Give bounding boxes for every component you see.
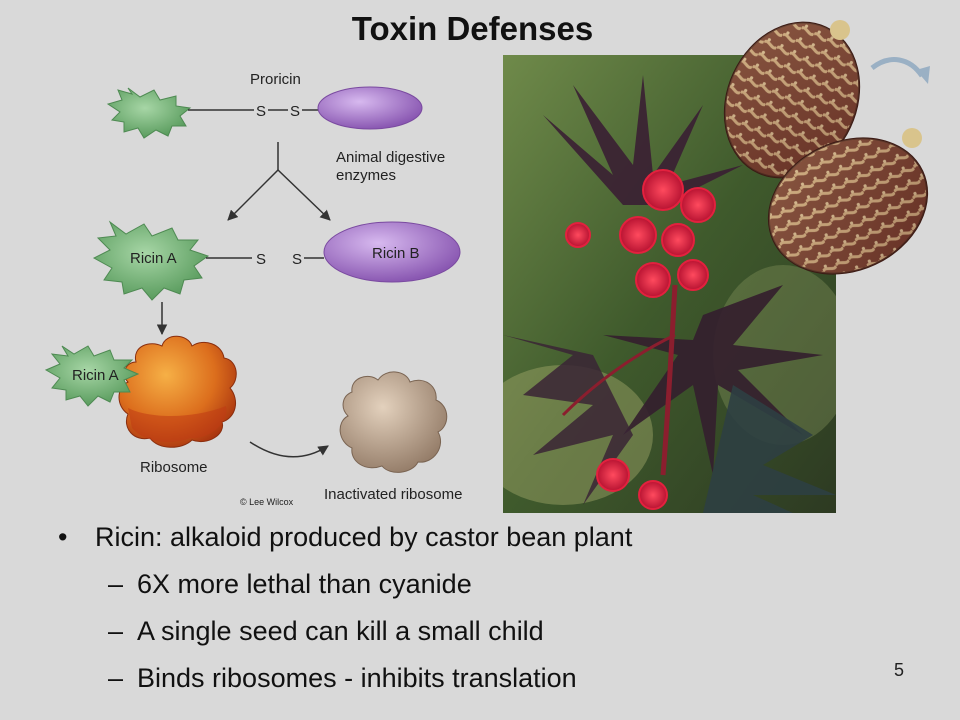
proricin-label: Proricin xyxy=(250,71,301,88)
list-item: – Binds ribosomes - inhibits translation xyxy=(56,655,896,702)
ricin-a-bound-label: Ricin A xyxy=(72,367,119,384)
list-item: – 6X more lethal than cyanide xyxy=(56,561,896,608)
bullet-text: 6X more lethal than cyanide xyxy=(137,569,472,599)
bullet-text: A single seed can kill a small child xyxy=(137,616,544,646)
enzymes-label-line2: enzymes xyxy=(336,167,396,184)
list-item: – A single seed can kill a small child xyxy=(56,608,896,655)
ricin-mechanism-diagram: Proricin S S Animal digestive enzymes Ri… xyxy=(44,71,462,507)
inactivated-ribosome-label: Inactivated ribosome xyxy=(324,486,462,503)
s-bond-label: S xyxy=(256,251,266,268)
inactivated-ribosome-shape xyxy=(339,371,448,473)
bullet-text: Binds ribosomes - inhibits translation xyxy=(137,663,577,693)
bullet-list: • Ricin: alkaloid produced by castor bea… xyxy=(56,514,896,702)
bullet-marker: – xyxy=(108,616,124,646)
page-number: 5 xyxy=(893,660,904,680)
s-bond-label: S xyxy=(256,103,266,120)
s-bond-label: S xyxy=(292,251,302,268)
ricin-b-shape xyxy=(323,221,461,283)
credit-label: © Lee Wilcox xyxy=(240,497,294,507)
bullet-marker: • xyxy=(58,522,68,552)
ribosome-label: Ribosome xyxy=(140,459,208,476)
list-item: • Ricin: alkaloid produced by castor bea… xyxy=(56,514,896,561)
ricin-b-chain-shape xyxy=(317,86,423,130)
s-bond-label: S xyxy=(290,103,300,120)
ricin-a-label: Ricin A xyxy=(130,250,177,267)
bullet-marker: – xyxy=(108,569,124,599)
bullet-marker: – xyxy=(108,663,124,693)
enzymes-label-line1: Animal digestive xyxy=(336,149,445,166)
pointer-arrow-icon xyxy=(870,57,925,78)
ricin-a-chain-shape xyxy=(106,87,192,139)
ricin-a-shape xyxy=(92,220,210,301)
castor-seeds-image xyxy=(723,20,930,275)
ricin-b-label: Ricin B xyxy=(372,245,420,262)
slide-title: Toxin Defenses xyxy=(351,10,594,47)
bullet-text: Ricin: alkaloid produced by castor bean … xyxy=(95,522,633,552)
ricin-a-bound-shape xyxy=(44,345,140,407)
